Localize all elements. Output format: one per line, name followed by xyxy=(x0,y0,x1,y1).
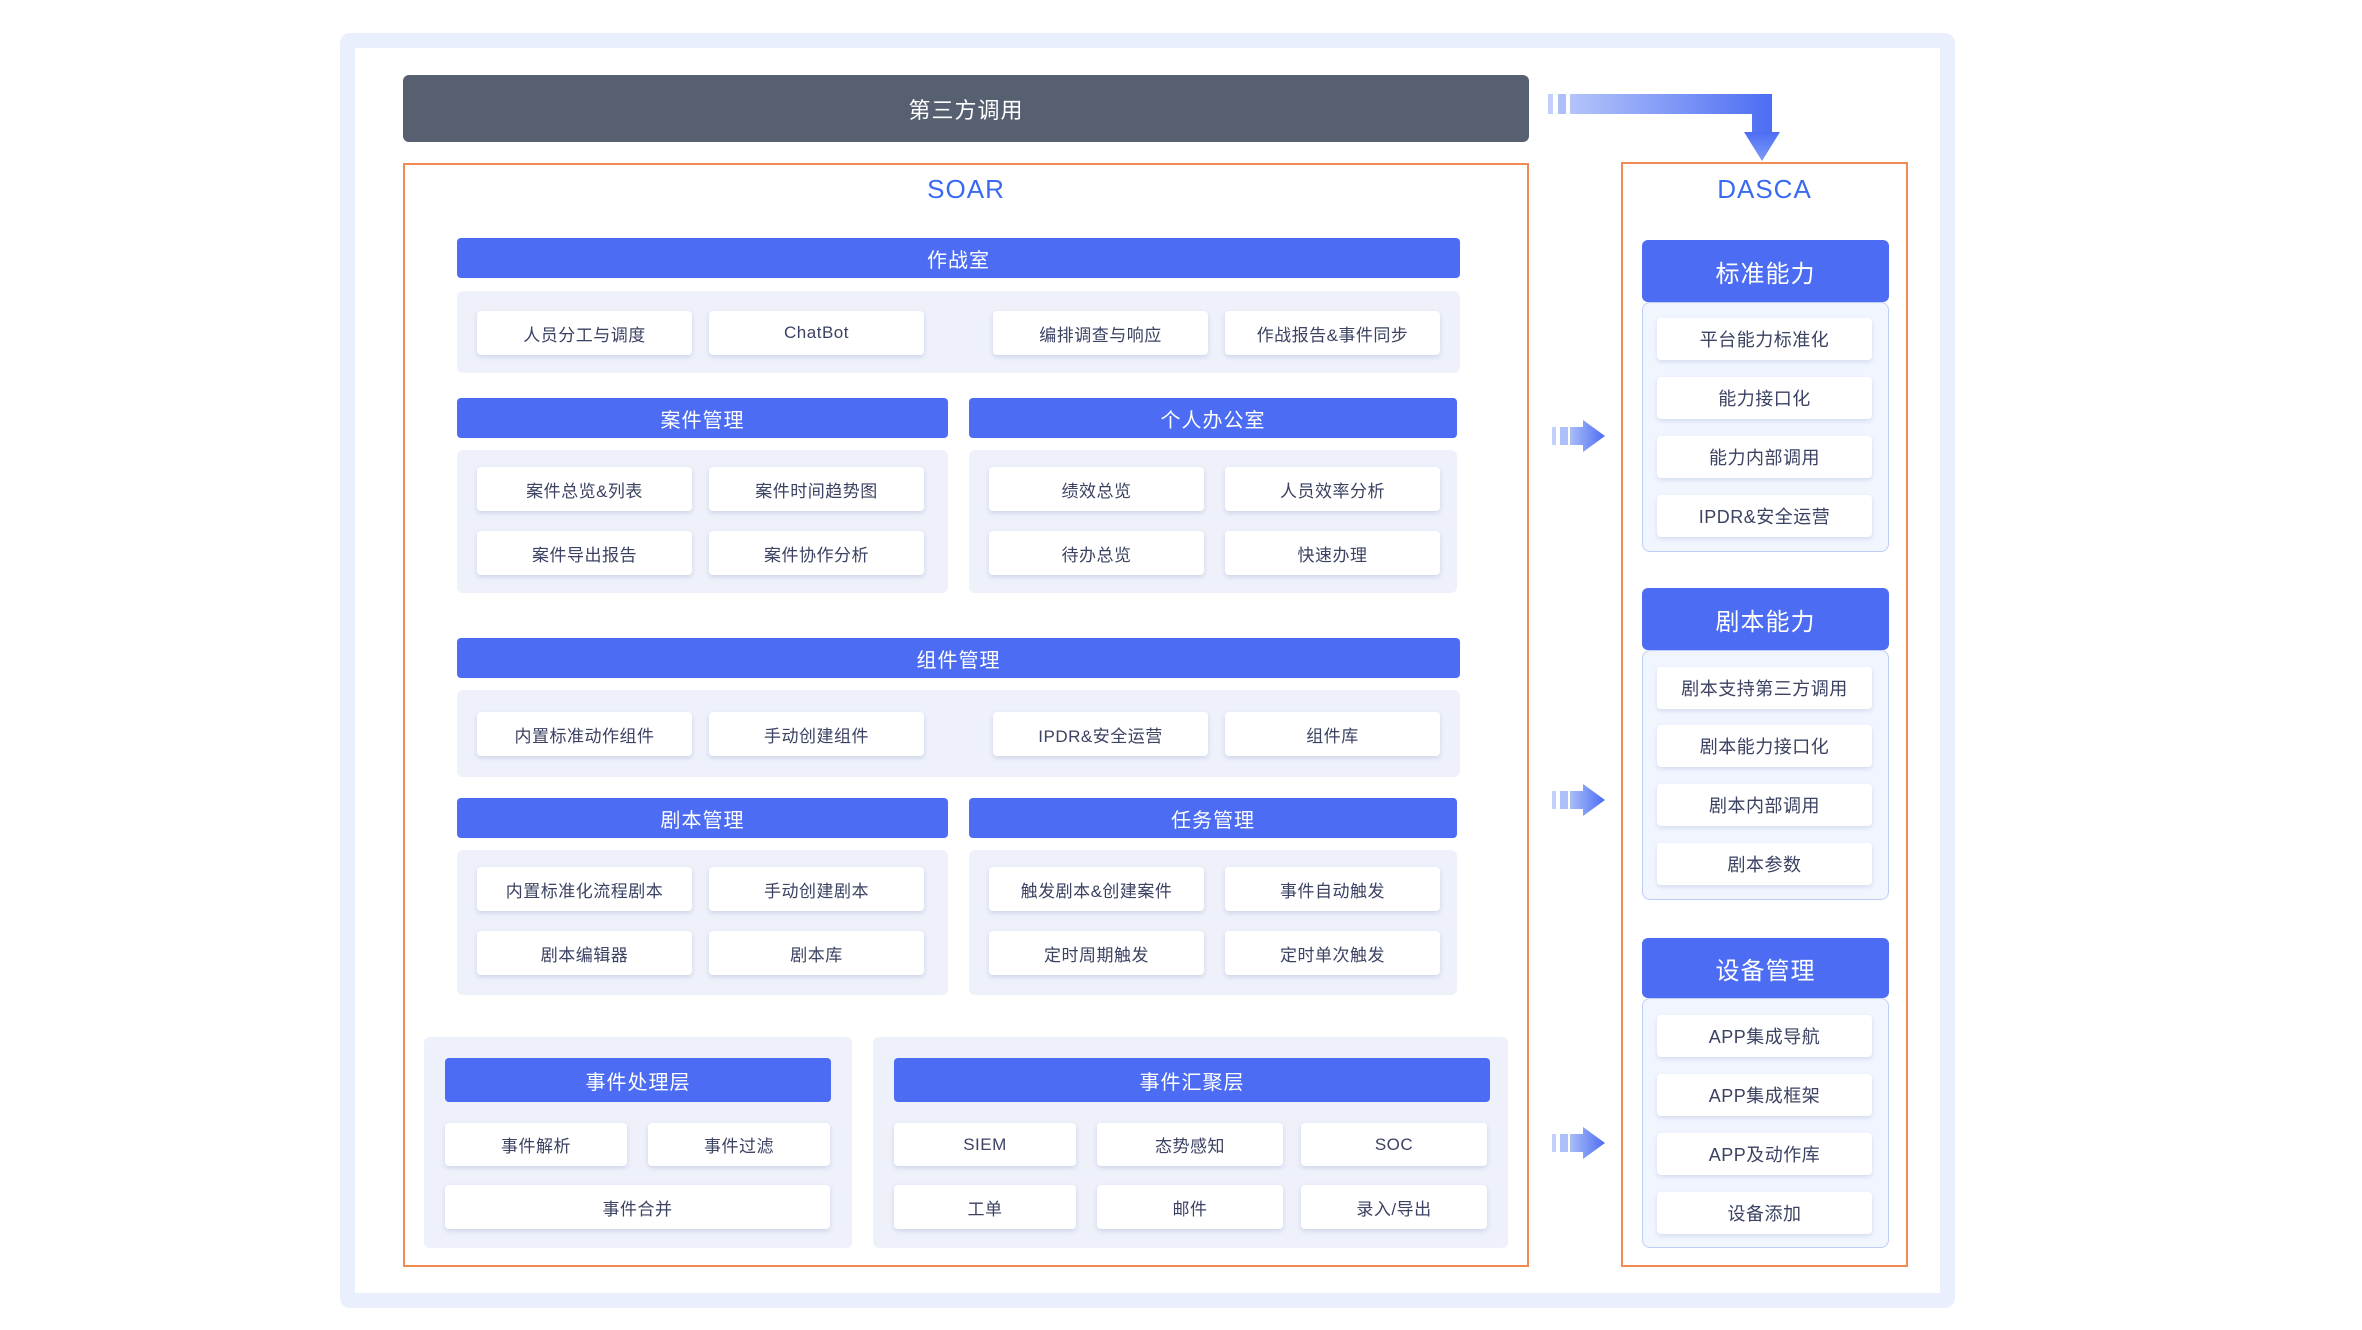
component-mgmt-card: 组件库 xyxy=(1225,712,1440,756)
personal-office-card: 人员效率分析 xyxy=(1225,467,1440,511)
standard-capability-card: 平台能力标准化 xyxy=(1657,318,1872,360)
warroom-card: 编排调查与响应 xyxy=(993,311,1208,355)
component-mgmt-header: 组件管理 xyxy=(457,638,1460,678)
task-mgmt-card: 事件自动触发 xyxy=(1225,867,1440,911)
playbook-mgmt-card: 手动创建剧本 xyxy=(709,867,924,911)
event-processing-card: 事件过滤 xyxy=(648,1123,830,1166)
device-mgmt-card: APP集成框架 xyxy=(1657,1074,1872,1116)
flow-arrow-down-icon xyxy=(1540,84,1790,166)
device-mgmt-card: 设备添加 xyxy=(1657,1192,1872,1234)
dasca-title: DASCA xyxy=(1621,174,1908,205)
event-aggregation-card: SOC xyxy=(1301,1123,1487,1166)
standard-capability-header: 标准能力 xyxy=(1642,240,1889,302)
standard-capability-card: 能力内部调用 xyxy=(1657,436,1872,478)
event-aggregation-card: 工单 xyxy=(894,1185,1076,1229)
playbook-mgmt-card: 剧本编辑器 xyxy=(477,931,692,975)
event-aggregation-card: 态势感知 xyxy=(1097,1123,1283,1166)
personal-office-header: 个人办公室 xyxy=(969,398,1457,438)
task-mgmt-card: 定时单次触发 xyxy=(1225,931,1440,975)
case-mgmt-card: 案件时间趋势图 xyxy=(709,467,924,511)
soar-title: SOAR xyxy=(403,174,1529,205)
personal-office-card: 快速办理 xyxy=(1225,531,1440,575)
warroom-card: ChatBot xyxy=(709,311,924,355)
flow-arrow-right-icon xyxy=(1552,419,1608,453)
playbook-capability-card: 剧本参数 xyxy=(1657,843,1872,885)
event-processing-card: 事件解析 xyxy=(445,1123,627,1166)
task-mgmt-card: 定时周期触发 xyxy=(989,931,1204,975)
case-mgmt-card: 案件协作分析 xyxy=(709,531,924,575)
component-mgmt-card: 内置标准动作组件 xyxy=(477,712,692,756)
playbook-mgmt-header: 剧本管理 xyxy=(457,798,948,838)
component-mgmt-card: IPDR&安全运营 xyxy=(993,712,1208,756)
event-processing-header: 事件处理层 xyxy=(445,1058,831,1102)
event-aggregation-card: 邮件 xyxy=(1097,1185,1283,1229)
task-mgmt-card: 触发剧本&创建案件 xyxy=(989,867,1204,911)
playbook-capability-card: 剧本内部调用 xyxy=(1657,784,1872,826)
event-processing-card: 事件合并 xyxy=(445,1185,830,1229)
playbook-capability-card: 剧本支持第三方调用 xyxy=(1657,667,1872,709)
playbook-capability-card: 剧本能力接口化 xyxy=(1657,725,1872,767)
component-mgmt-card: 手动创建组件 xyxy=(709,712,924,756)
playbook-mgmt-card: 剧本库 xyxy=(709,931,924,975)
flow-arrow-right-icon xyxy=(1552,1126,1608,1160)
warroom-header: 作战室 xyxy=(457,238,1460,278)
personal-office-card: 待办总览 xyxy=(989,531,1204,575)
event-aggregation-header: 事件汇聚层 xyxy=(894,1058,1490,1102)
case-mgmt-card: 案件总览&列表 xyxy=(477,467,692,511)
event-aggregation-card: 录入/导出 xyxy=(1301,1185,1487,1229)
device-mgmt-card: APP集成导航 xyxy=(1657,1015,1872,1057)
task-mgmt-header: 任务管理 xyxy=(969,798,1457,838)
device-mgmt-header: 设备管理 xyxy=(1642,938,1889,998)
device-mgmt-card: APP及动作库 xyxy=(1657,1133,1872,1175)
flow-arrow-right-icon xyxy=(1552,783,1608,817)
event-aggregation-card: SIEM xyxy=(894,1123,1076,1166)
playbook-mgmt-card: 内置标准化流程剧本 xyxy=(477,867,692,911)
personal-office-card: 绩效总览 xyxy=(989,467,1204,511)
warroom-card: 人员分工与调度 xyxy=(477,311,692,355)
case-mgmt-header: 案件管理 xyxy=(457,398,948,438)
warroom-card: 作战报告&事件同步 xyxy=(1225,311,1440,355)
playbook-capability-header: 剧本能力 xyxy=(1642,588,1889,650)
case-mgmt-card: 案件导出报告 xyxy=(477,531,692,575)
third-party-call-bar: 第三方调用 xyxy=(403,75,1529,142)
standard-capability-card: IPDR&安全运营 xyxy=(1657,495,1872,537)
standard-capability-card: 能力接口化 xyxy=(1657,377,1872,419)
